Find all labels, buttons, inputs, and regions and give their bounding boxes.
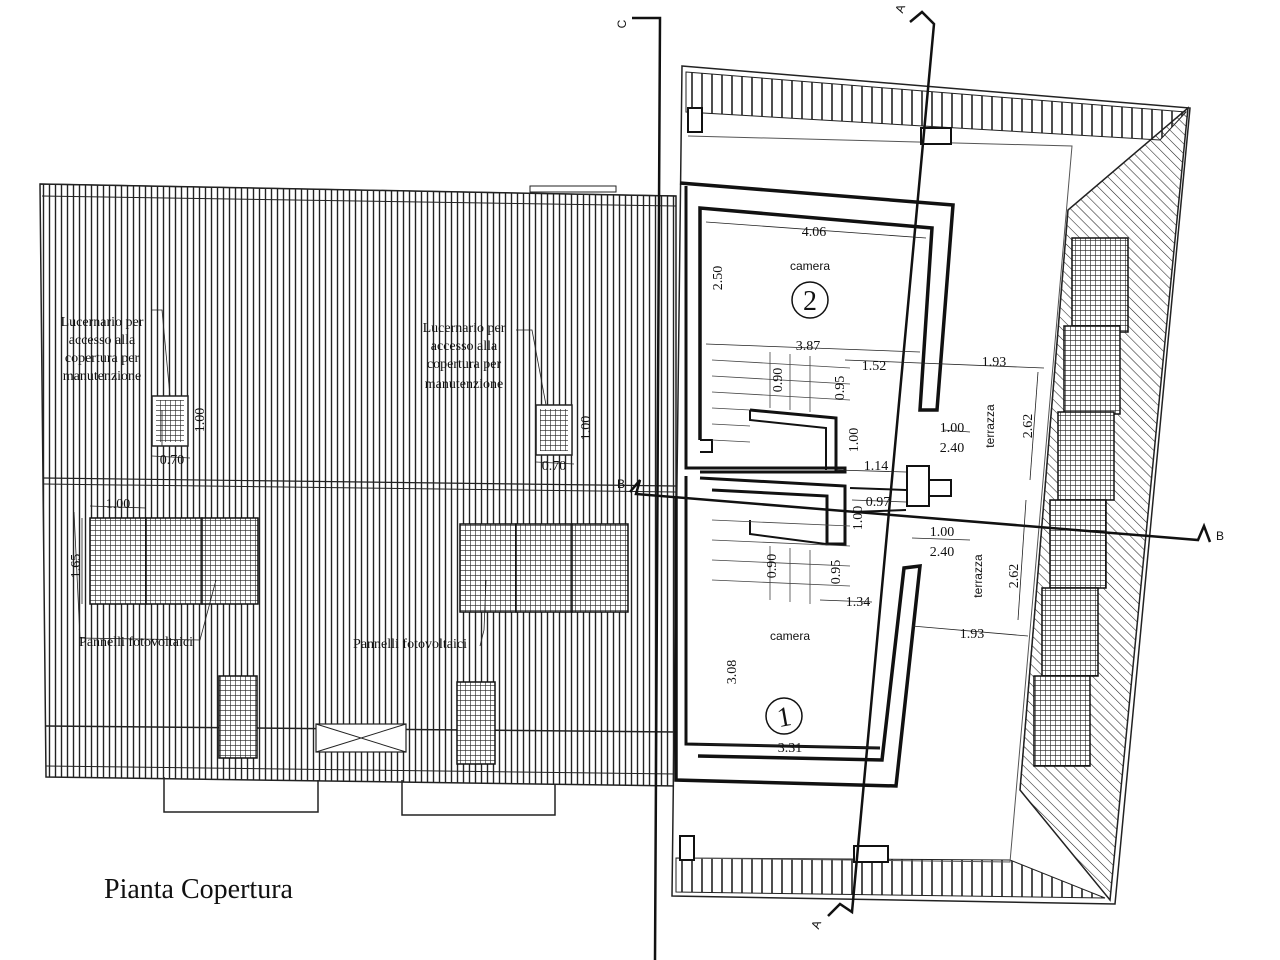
skylight-note-right: Lucernario per accesso alla copertura pe… <box>423 321 506 392</box>
svg-text:1.00: 1.00 <box>106 497 131 512</box>
svg-text:1.00: 1.00 <box>930 525 955 540</box>
room-1-number-circle <box>765 697 803 735</box>
svg-text:0.95: 0.95 <box>829 560 844 585</box>
svg-text:0.95: 0.95 <box>833 376 848 401</box>
skylight-right <box>535 404 573 456</box>
svg-text:copertura per: copertura per <box>427 357 502 372</box>
svg-text:1.00: 1.00 <box>579 416 594 441</box>
section-marker-b-left: B <box>617 477 625 491</box>
svg-text:0.90: 0.90 <box>771 368 786 393</box>
skylight-note-left: Lucernario per accesso alla copertura pe… <box>61 315 144 384</box>
drawing-title: Pianta Copertura <box>104 874 294 905</box>
terrace-top-label: terrazza <box>983 404 997 448</box>
section-marker-a-bottom: A <box>808 918 824 930</box>
svg-text:1.00: 1.00 <box>847 428 862 453</box>
svg-text:1.14: 1.14 <box>864 459 889 474</box>
room-2-number-circle <box>791 281 829 319</box>
svg-text:1.52: 1.52 <box>862 359 887 374</box>
svg-text:0.70: 0.70 <box>160 453 185 468</box>
svg-text:copertura per: copertura per <box>65 351 140 366</box>
svg-text:manutenzione: manutenzione <box>63 369 142 384</box>
pv-note-left: Pannelli fotovoltaici <box>79 635 193 650</box>
svg-text:3.87: 3.87 <box>796 339 821 354</box>
svg-text:2.40: 2.40 <box>940 441 965 456</box>
section-lines <box>629 10 1212 960</box>
svg-text:1.00: 1.00 <box>193 408 208 433</box>
svg-text:0.97: 0.97 <box>866 495 891 510</box>
svg-text:0.90: 0.90 <box>765 554 780 579</box>
svg-text:3.08: 3.08 <box>725 660 740 685</box>
stairs <box>711 352 851 604</box>
section-marker-a-top: A <box>892 2 908 14</box>
svg-text:1.34: 1.34 <box>846 595 871 610</box>
svg-text:2.62: 2.62 <box>1021 414 1036 439</box>
svg-text:1.93: 1.93 <box>982 355 1007 370</box>
terrace-bottom-label: terrazza <box>971 554 985 598</box>
section-marker-c: C <box>615 19 629 28</box>
room-1-number: 1 <box>775 701 794 734</box>
left-roof <box>39 183 677 816</box>
section-marker-b-right: B <box>1216 529 1224 543</box>
svg-text:1.65: 1.65 <box>69 554 84 579</box>
attic-solar-panels <box>1033 237 1129 767</box>
svg-text:0.70: 0.70 <box>542 459 567 474</box>
svg-text:Lucernario per: Lucernario per <box>61 315 144 330</box>
solar-panels-left <box>89 517 259 759</box>
solar-panels-right <box>456 523 629 765</box>
room-2-label: camera <box>790 259 830 273</box>
svg-text:3.31: 3.31 <box>778 741 803 756</box>
room-1-label: camera <box>770 629 810 643</box>
chimney-vent <box>315 723 407 753</box>
svg-text:2.40: 2.40 <box>930 545 955 560</box>
svg-text:manutenzione: manutenzione <box>425 377 504 392</box>
svg-text:1.00: 1.00 <box>940 421 965 436</box>
svg-text:Lucernario per: Lucernario per <box>423 321 506 336</box>
skylight-left <box>151 395 189 447</box>
dimension-texts: 4.06 2.50 3.87 1.52 1.93 0.90 0.95 1.00 … <box>69 225 1036 756</box>
pv-note-right: Pannelli fotovoltaici <box>353 637 467 652</box>
leader-lines <box>73 309 547 647</box>
svg-text:1.00: 1.00 <box>851 506 866 531</box>
room-2-number: 2 <box>803 286 817 317</box>
svg-text:4.06: 4.06 <box>802 225 827 240</box>
svg-text:1.93: 1.93 <box>960 627 985 642</box>
svg-text:accesso alla: accesso alla <box>69 333 136 348</box>
svg-text:2.62: 2.62 <box>1007 564 1022 589</box>
svg-text:2.50: 2.50 <box>711 266 726 291</box>
svg-text:accesso alla: accesso alla <box>431 339 498 354</box>
dimension-lines <box>81 221 1045 749</box>
